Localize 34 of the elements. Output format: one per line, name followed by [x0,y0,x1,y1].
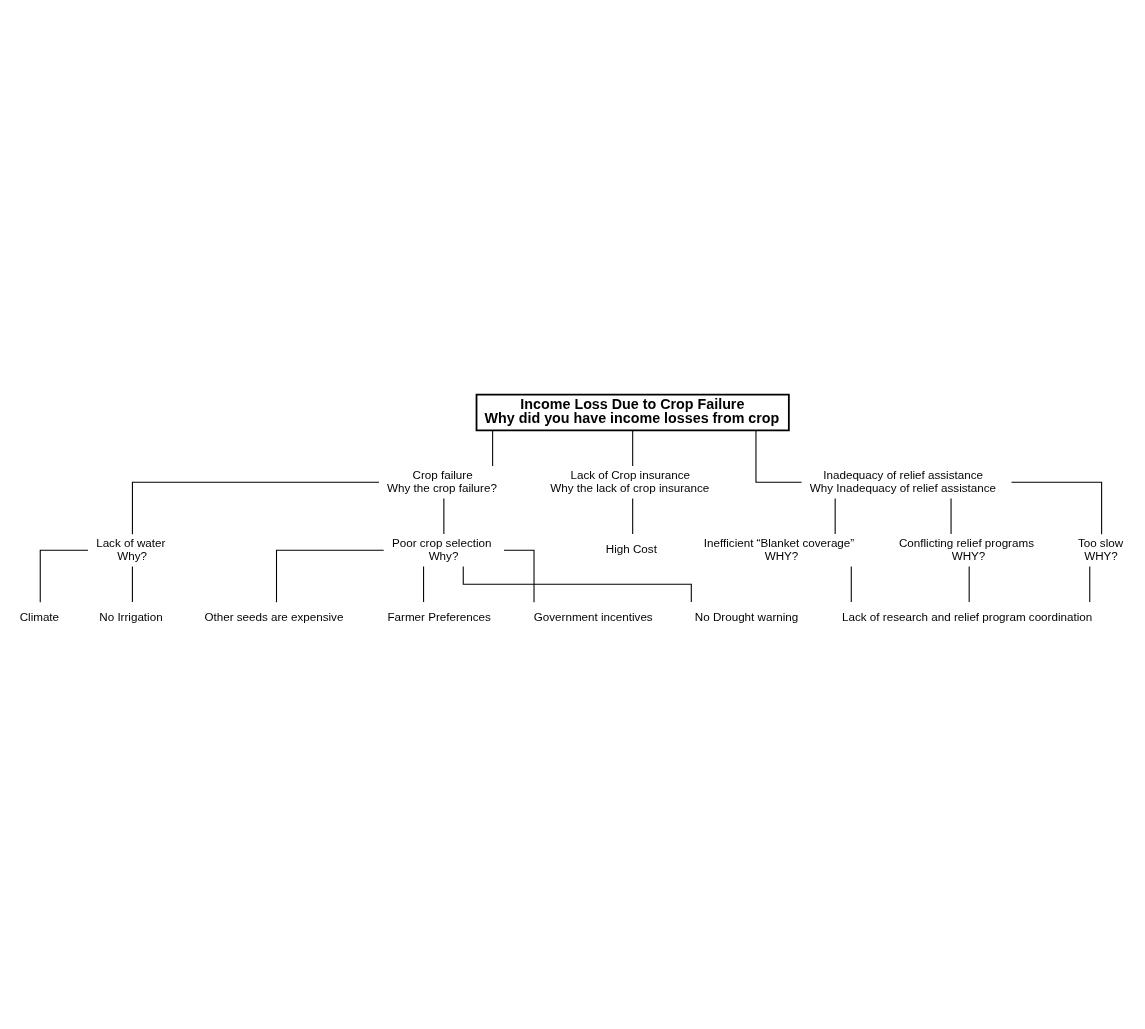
connector [1089,565,1091,603]
connector [1010,481,1103,535]
node-text: Other seeds are expensive [204,610,344,624]
node-text: Lack of Crop insurance Why the lack of crop insurance [550,468,710,494]
connector [850,565,852,603]
connector [632,429,634,467]
connector [503,549,535,603]
connector [968,565,970,603]
node-text: Government incentives [533,610,653,624]
connector [39,549,89,603]
connector [632,497,634,535]
node-text: Crop failure Why the crop failure? [387,468,497,494]
connector [462,565,692,603]
node-text: Climate [19,610,60,624]
node-text: High Cost [605,542,657,556]
node-text: Lack of water Why? [96,536,166,562]
node-text: Inefficient “Blanket coverage” WHY? [703,536,855,562]
connector [275,549,385,603]
connector [443,497,445,535]
node-text: Farmer Preferences [387,610,491,624]
connector [131,565,133,603]
node-text: Lack of research and relief program coordination [842,610,1093,624]
connector [834,497,836,535]
node-text: Too slow WHY? [1077,536,1124,562]
node-text: Inadequacy of relief assistance Why Inadequacy of relief assistance [809,468,996,494]
node-text: Conflicting relief programs WHY? [898,536,1034,562]
node-text: No Drought warning [694,610,799,624]
connector [755,429,803,483]
node-box: Income Loss Due to Crop Failure Why did you have income losses from crop [475,393,790,432]
connector [131,481,380,535]
node-text: No Irrigation [99,610,163,624]
connector [492,429,494,467]
node-text: Poor crop selection Why? [391,536,492,562]
connector [423,565,425,603]
